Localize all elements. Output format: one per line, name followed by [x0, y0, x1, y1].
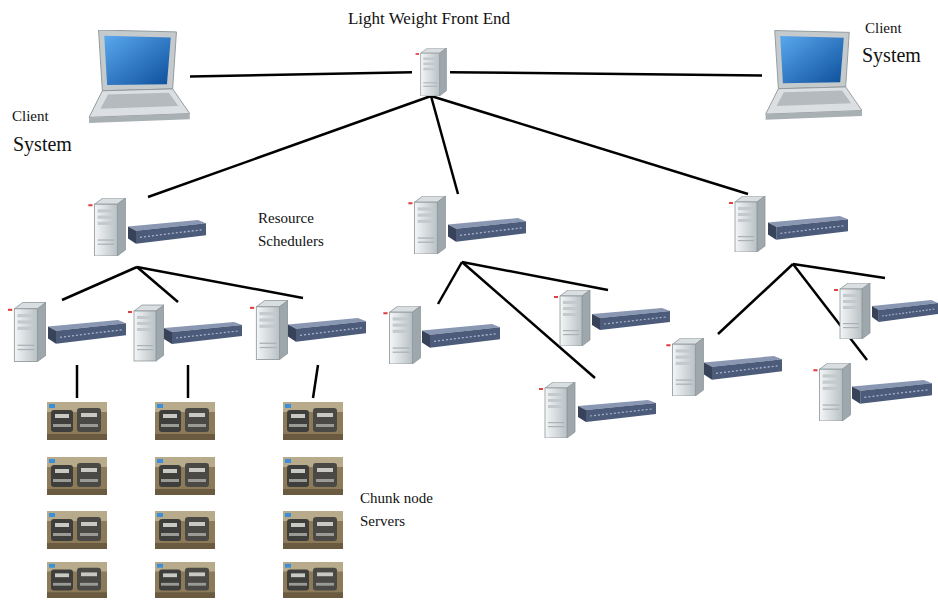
chunk-server [283, 402, 343, 440]
front-end-server-symbol [416, 48, 447, 96]
chunk-server [47, 457, 107, 495]
network-switch [872, 300, 938, 322]
server-tower [8, 302, 46, 361]
server-tower [834, 283, 870, 339]
client-laptop-symbol [89, 30, 190, 123]
server-tower [666, 338, 703, 396]
chunk-server [155, 457, 215, 495]
server-tower [383, 306, 420, 364]
chunk-server [283, 511, 343, 549]
client-laptop-icon [85, 30, 190, 125]
chunk-server [283, 457, 343, 495]
network-switch [48, 320, 126, 344]
network-switch [422, 324, 500, 348]
chunk-server [155, 511, 215, 549]
chunk-server [283, 562, 343, 598]
link-line [190, 72, 412, 76]
chunk-server [47, 562, 107, 598]
chunk-server [155, 562, 215, 598]
resource-schedulers [88, 196, 848, 256]
server-tower [729, 196, 765, 252]
network-switch [704, 356, 782, 380]
network-switch [128, 220, 206, 244]
server-tower [128, 305, 164, 361]
network-switch [768, 216, 848, 240]
client-laptop-icon [762, 30, 862, 122]
network-switch [578, 400, 656, 422]
link-line [450, 72, 762, 75]
network-link [450, 72, 762, 75]
front-end-server: Light Weight Front End [412, 48, 450, 96]
node-label: Client [865, 20, 902, 37]
node-label: Light Weight Front End [348, 10, 510, 29]
group-label: Chunk node Servers [360, 487, 452, 534]
server-tower [539, 382, 575, 438]
network-switch [288, 318, 366, 342]
network-switch [448, 218, 526, 242]
chunk-server [47, 511, 107, 549]
node-label: System [13, 133, 72, 155]
server-tower [250, 300, 288, 359]
client-laptop-symbol [766, 31, 862, 120]
server-tower [88, 198, 125, 256]
group-label: Resource Schedulers [258, 207, 350, 254]
node-label: Client [12, 108, 49, 125]
network-switch [592, 308, 670, 330]
node-label: System [862, 44, 921, 66]
client-laptop: ClientSystem [762, 30, 862, 122]
chunk-server [47, 402, 107, 440]
server-tower [554, 290, 590, 346]
chunk-server [155, 402, 215, 440]
network-switch [852, 380, 932, 404]
front-end-server-icon [412, 48, 450, 96]
server-tower [813, 363, 850, 421]
network-link [190, 72, 412, 76]
network-switch [164, 322, 242, 344]
tree-lines [62, 96, 885, 398]
sub-schedulers [8, 283, 938, 438]
server-tower [408, 196, 445, 254]
client-laptop: ClientSystem [85, 30, 190, 125]
chunk-servers [47, 402, 343, 598]
